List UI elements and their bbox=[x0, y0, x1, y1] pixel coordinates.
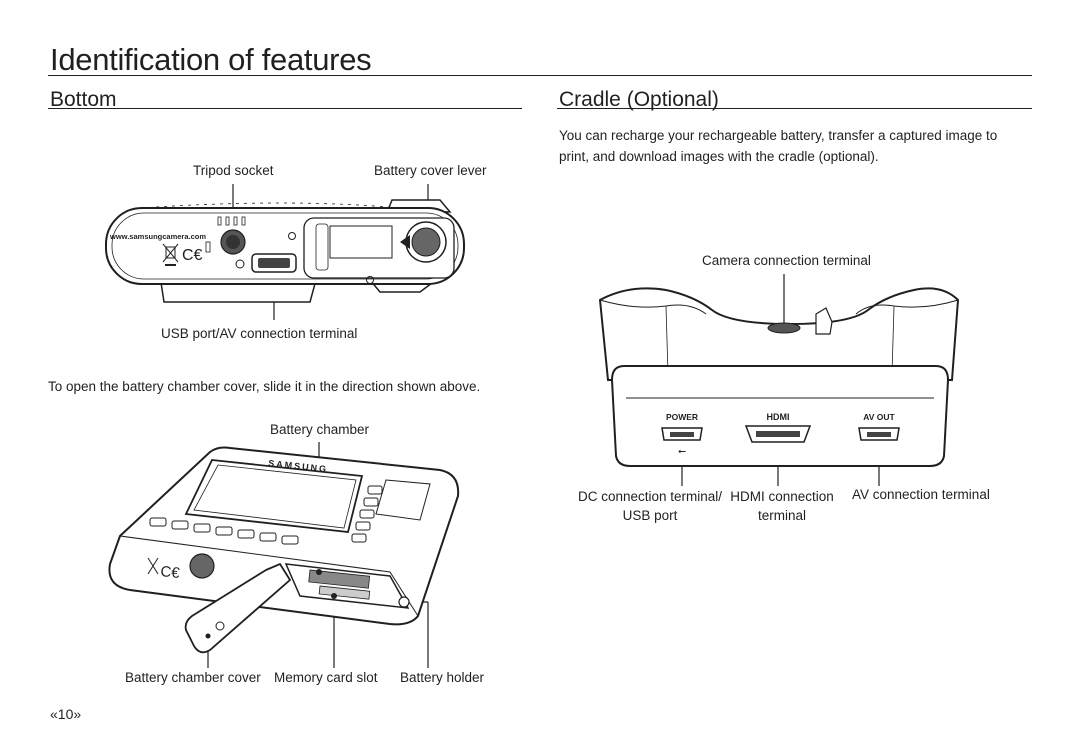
cradle-description-line2: print, and download images with the crad… bbox=[559, 149, 879, 164]
camera-connection-terminal-label: Camera connection terminal bbox=[702, 253, 871, 268]
hdmi-connection-label: HDMI connection terminal bbox=[726, 487, 838, 525]
ce-mark-icon: C€ bbox=[182, 247, 203, 264]
weee-bin-icon bbox=[162, 243, 179, 266]
dc-connection-label-line2: USB port bbox=[622, 508, 678, 523]
cradle-description: You can recharge your rechargeable batte… bbox=[559, 125, 997, 167]
av-port-icon bbox=[858, 427, 900, 441]
camera-battery-chamber-view: SAMSUNG C€ bbox=[108, 442, 460, 668]
dc-connection-label: DC connection terminal/ USB port bbox=[576, 487, 724, 525]
av-out-port-label: AV OUT bbox=[863, 412, 895, 422]
battery-chamber-cover-label: Battery chamber cover bbox=[125, 670, 261, 685]
battery-chamber-label: Battery chamber bbox=[270, 422, 370, 437]
hdmi-connection-label-line2: terminal bbox=[757, 508, 806, 523]
usb-av-terminal-label: USB port/AV connection terminal bbox=[161, 326, 358, 341]
dc-connection-label-line1: DC connection terminal/ bbox=[577, 489, 723, 504]
battery-lever-icon bbox=[400, 221, 447, 263]
page-number: «10» bbox=[50, 706, 82, 722]
camera-bottom-view: www.samsungcamera.com C€ bbox=[105, 184, 465, 320]
svg-text:⭠: ⭠ bbox=[678, 446, 686, 457]
bottom-heading-rule bbox=[48, 108, 522, 109]
usb-port-icon bbox=[251, 253, 297, 273]
usb-port-icon: ⭠ bbox=[661, 427, 703, 457]
power-port-label: POWER bbox=[666, 412, 698, 422]
website-text: www.samsungcamera.com bbox=[109, 232, 206, 241]
battery-instruction: To open the battery chamber cover, slide… bbox=[48, 379, 481, 394]
svg-text:C€: C€ bbox=[160, 563, 182, 582]
tripod-socket-label: Tripod socket bbox=[193, 163, 274, 178]
memory-card-slot-label: Memory card slot bbox=[274, 670, 378, 685]
bottom-heading: Bottom bbox=[50, 88, 117, 111]
cradle-description-line1: You can recharge your rechargeable batte… bbox=[559, 128, 998, 143]
battery-cover-lever-label: Battery cover lever bbox=[374, 163, 487, 178]
hdmi-connection-label-line1: HDMI connection bbox=[730, 489, 834, 504]
title-rule bbox=[48, 75, 1032, 76]
av-connection-label: AV connection terminal bbox=[852, 487, 990, 502]
page-title: Identification of features bbox=[50, 42, 372, 77]
cradle-heading-rule bbox=[557, 108, 1032, 109]
hdmi-port-icon bbox=[744, 425, 812, 443]
cradle-illustration: POWER HDMI AV OUT ⭠ bbox=[598, 274, 960, 486]
cradle-heading: Cradle (Optional) bbox=[559, 88, 719, 111]
hdmi-port-label: HDMI bbox=[767, 412, 790, 422]
tripod-socket-icon bbox=[220, 229, 246, 255]
battery-holder-label: Battery holder bbox=[400, 670, 485, 685]
